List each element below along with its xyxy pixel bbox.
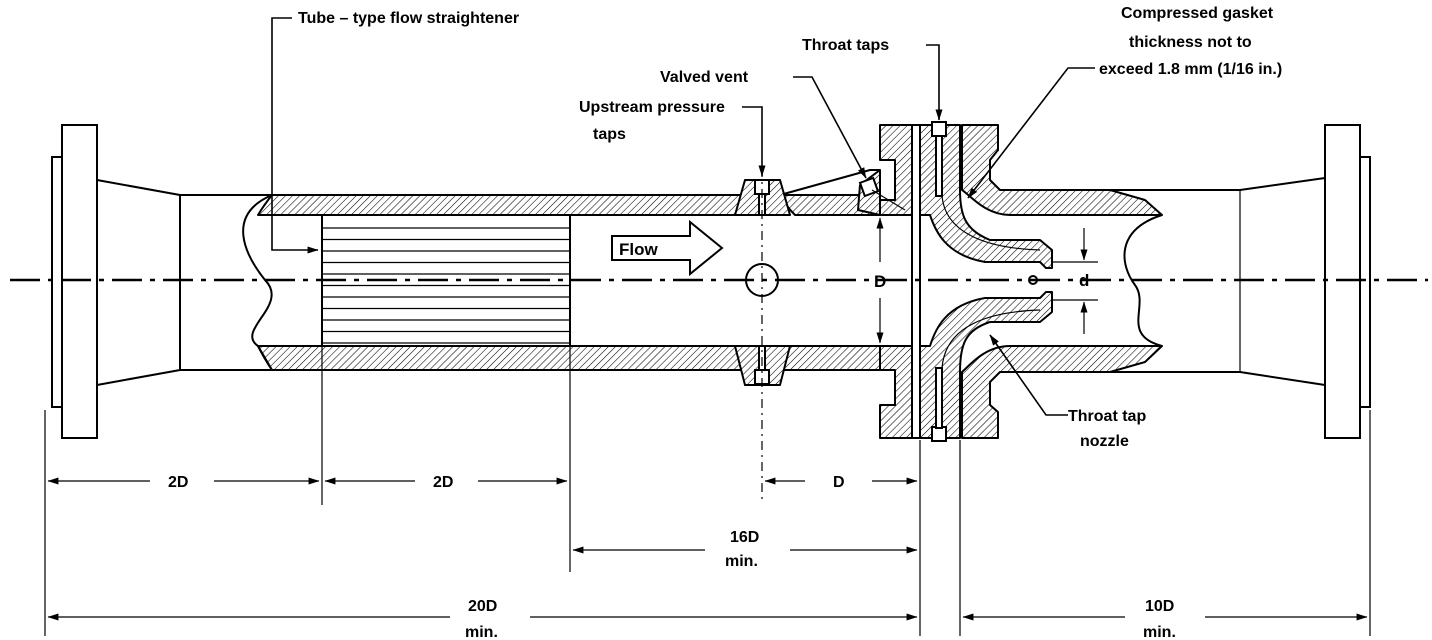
upstream-label-line2: taps <box>593 126 626 143</box>
pipe-diameter-label: D <box>874 272 886 291</box>
pipe-diameter-dimension: D <box>874 217 886 344</box>
valved-vent-label: Valved vent <box>660 69 749 86</box>
gasket-label-line2: thickness not to <box>1129 34 1252 51</box>
gasket-label-line3: exceed 1.8 mm (1/16 in.) <box>1099 61 1282 78</box>
dim-10d-line1: 10D <box>1145 598 1174 615</box>
dim-2d-upstream-label: 2D <box>168 474 188 491</box>
flow-label: Flow <box>619 240 658 259</box>
downstream-flange <box>1324 124 1371 439</box>
extension-lines <box>44 346 1371 636</box>
gasket <box>911 124 921 439</box>
dim-d-tap-label: D <box>833 474 845 491</box>
throat-taps-label: Throat taps <box>802 37 889 54</box>
upstream-taps-callout: Upstream pressure taps <box>579 99 766 177</box>
throat-tap-body <box>919 121 1163 442</box>
throat-diameter-label: d <box>1079 271 1089 290</box>
dimension-10d: 10D min. <box>962 598 1368 640</box>
throat-tap-nozzle-label-line2: nozzle <box>1080 433 1129 450</box>
upstream-flange <box>51 124 181 439</box>
dim-20d-line2: min. <box>465 624 498 640</box>
dimension-2d-upstream: 2D <box>47 474 320 491</box>
dim-2d-straightener-label: 2D <box>433 474 453 491</box>
gasket-callout: Compressed gasket thickness not to excee… <box>967 5 1282 199</box>
tube-straightener-callout: Tube – type flow straightener <box>271 10 519 254</box>
throat-diameter-dimension: d <box>1052 228 1098 334</box>
valved-vent-callout: Valved vent <box>660 69 867 179</box>
dim-16d-line1: 16D <box>730 529 759 546</box>
dimension-2d-straightener: 2D <box>324 474 568 491</box>
dim-20d-line1: 20D <box>468 598 497 615</box>
dim-16d-line2: min. <box>725 553 758 570</box>
dimension-d-tap: D <box>764 474 918 491</box>
dim-10d-line2: min. <box>1143 624 1176 640</box>
throat-tap-nozzle-callout: Throat tap nozzle <box>989 334 1146 450</box>
throat-taps-callout: Throat taps <box>802 37 943 121</box>
throat-tap-nozzle-label-line1: Throat tap <box>1068 408 1146 425</box>
dimension-16d: 16D min. <box>572 529 918 570</box>
upstream-label-line1: Upstream pressure <box>579 99 725 116</box>
nozzle-holder-upstream <box>857 124 913 439</box>
tube-straightener-label: Tube – type flow straightener <box>298 10 519 27</box>
downstream-pipe <box>1110 177 1326 386</box>
dimension-20d: 20D min. <box>47 598 918 640</box>
flow-arrow: Flow <box>611 219 724 277</box>
gasket-label-line1: Compressed gasket <box>1121 5 1274 22</box>
